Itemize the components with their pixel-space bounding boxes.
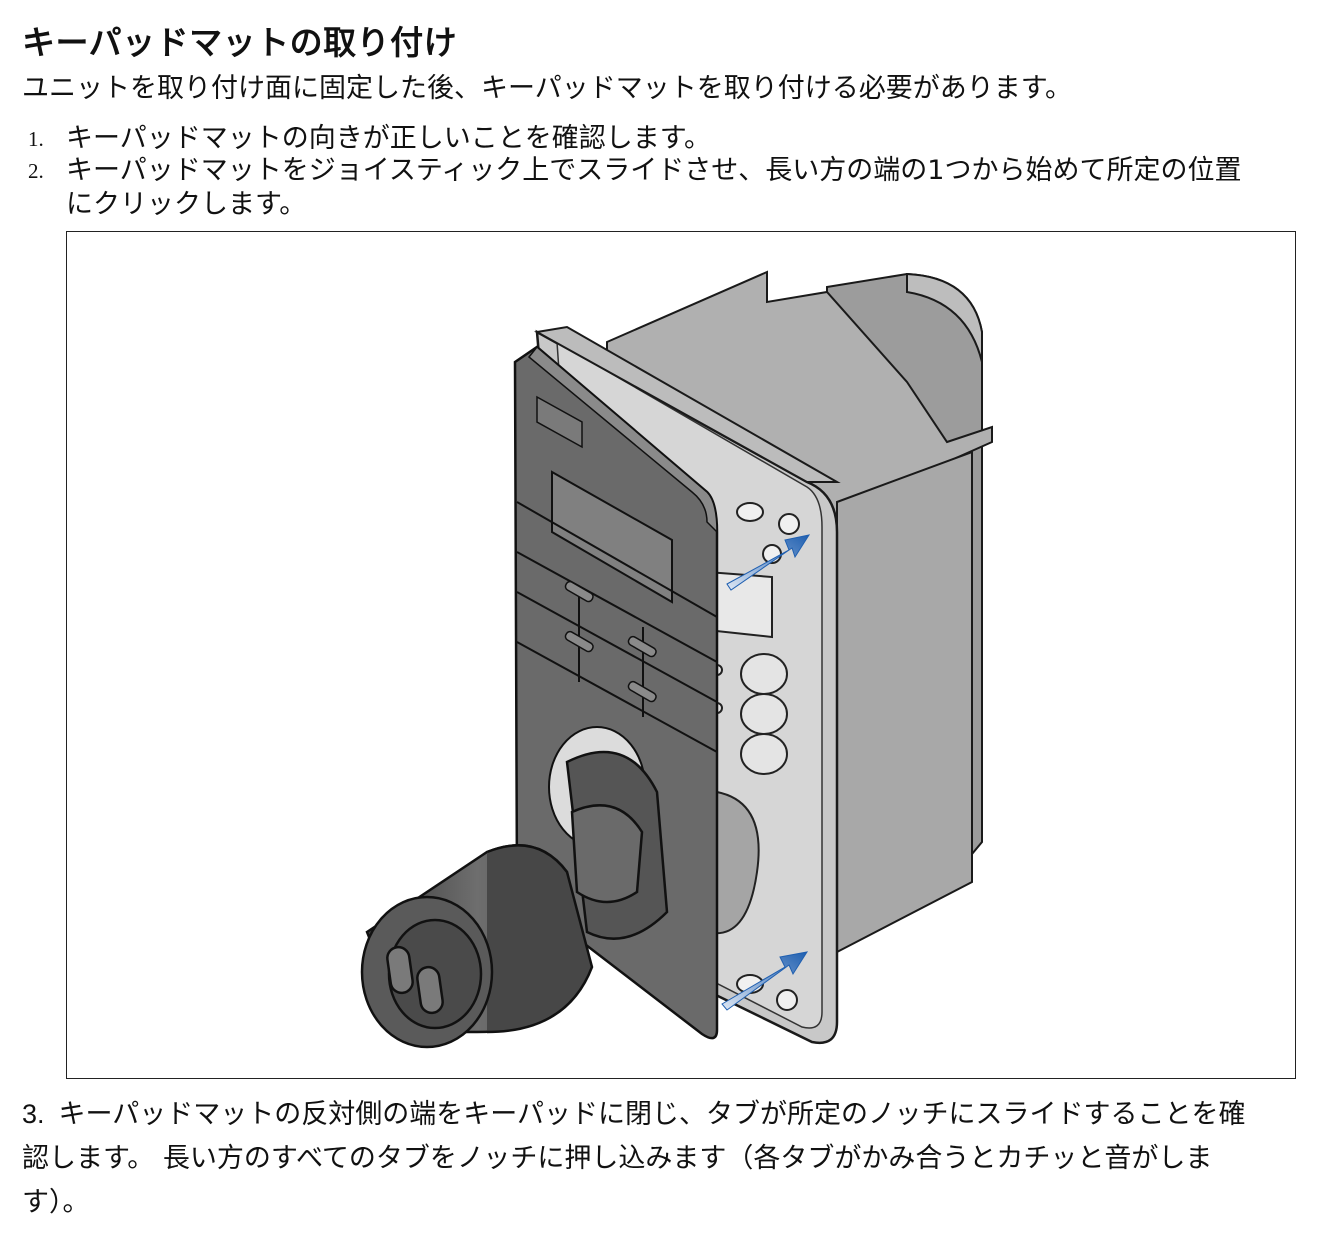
keypad-mat bbox=[513, 345, 719, 1040]
intro-text: ユニットを取り付け面に固定した後、キーパッドマットを取り付ける必要があります。 bbox=[22, 73, 1073, 104]
step-2: 2. キーパッドマットをジョイスティック上でスライドさせ、長い方の端の1つから始… bbox=[22, 154, 1282, 222]
joystick bbox=[360, 750, 669, 1049]
step-text: キーパッドマットをジョイスティック上でスライドさせ、長い方の端の1つから始めて所… bbox=[66, 155, 1242, 220]
step-number: 1. bbox=[28, 127, 44, 151]
insertion-arrows bbox=[721, 534, 811, 1011]
keypad-mat-illustration bbox=[66, 231, 1296, 1079]
step-number: 2. bbox=[28, 159, 44, 183]
step-number: 3. bbox=[22, 1099, 45, 1129]
step-1: 1. キーパッドマットの向きが正しいことを確認します。 bbox=[22, 122, 1282, 156]
step-text: キーパッドマットの反対側の端をキーパッドに閉じ、タブが所定のノッチにスライドする… bbox=[22, 1099, 1246, 1218]
keypad-illustration-svg bbox=[360, 270, 993, 1049]
step-3: 3.キーパッドマットの反対側の端をキーパッドに閉じ、タブが所定のノッチにスライド… bbox=[22, 1092, 1262, 1225]
page-title: キーパッドマットの取り付け bbox=[22, 23, 458, 62]
body-side bbox=[836, 450, 973, 954]
step-text: キーパッドマットの向きが正しいことを確認します。 bbox=[66, 123, 712, 154]
